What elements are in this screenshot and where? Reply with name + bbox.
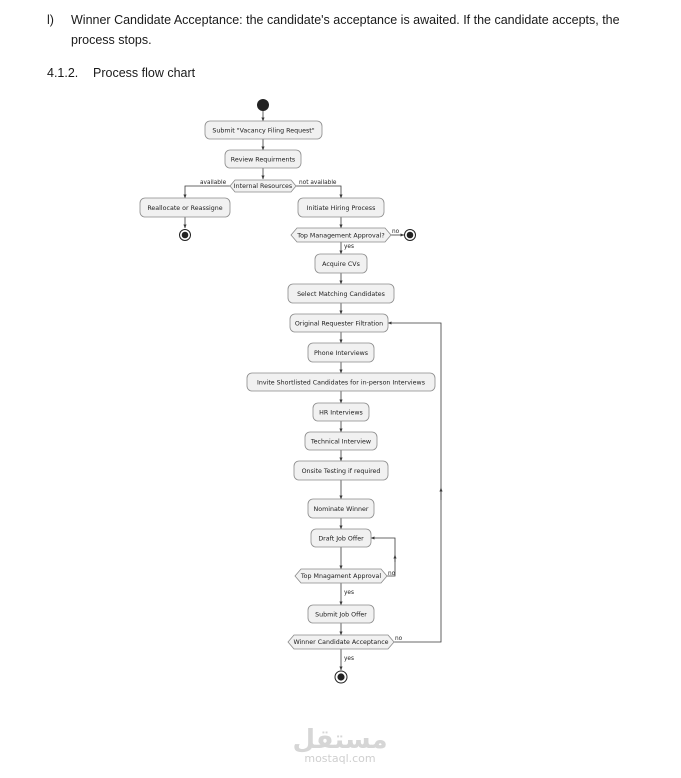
label-yes-acceptance: yes xyxy=(344,656,354,662)
list-marker: l) xyxy=(47,13,54,27)
label-no-acceptance: no xyxy=(395,636,403,642)
svg-text:Submit "Vacancy Filing Request: Submit "Vacancy Filing Request" xyxy=(212,128,314,135)
label-no-mnagament: no xyxy=(388,571,396,577)
decision-top-mnagament-approval: Top Mnagament Approval xyxy=(294,568,388,584)
node-original-requester: Original Requester Filtration xyxy=(289,313,389,333)
node-reallocate: Reallocate or Reassigne xyxy=(139,197,231,218)
node-initiate-hiring: Initiate Hiring Process xyxy=(297,197,385,218)
start-node xyxy=(257,99,269,111)
svg-text:Nominate Winner: Nominate Winner xyxy=(314,506,369,513)
svg-text:Acquire CVs: Acquire CVs xyxy=(322,261,360,268)
node-acquire-cvs: Acquire CVs xyxy=(314,253,368,274)
svg-text:Original Requester Filtration: Original Requester Filtration xyxy=(295,321,383,328)
node-nominate-winner: Nominate Winner xyxy=(307,498,375,519)
svg-text:Draft Job Offer: Draft Job Offer xyxy=(318,536,364,543)
watermark-arabic: مستقل xyxy=(292,725,387,755)
node-review-requirements: Review Requirments xyxy=(224,149,302,169)
flow-edges xyxy=(183,111,443,671)
svg-text:Initiate Hiring Process: Initiate Hiring Process xyxy=(307,205,376,212)
node-phone-interviews: Phone Interviews xyxy=(307,342,375,363)
section-heading: 4.1.2. Process flow chart xyxy=(47,66,195,80)
decision-internal-resources: Internal Resources xyxy=(229,179,297,193)
section-title: Process flow chart xyxy=(93,66,196,80)
svg-text:Invite Shortlisted Candidates: Invite Shortlisted Candidates for in-per… xyxy=(257,380,425,387)
svg-text:Review Requirments: Review Requirments xyxy=(231,157,295,164)
svg-text:Submit Job Offer: Submit Job Offer xyxy=(315,612,367,619)
section-number: 4.1.2. xyxy=(47,66,79,80)
node-technical-interview: Technical Interview xyxy=(304,431,378,451)
svg-text:Reallocate or Reassigne: Reallocate or Reassigne xyxy=(147,205,222,212)
watermark-latin: mostaql.com xyxy=(304,752,375,765)
end-node-final xyxy=(334,670,348,684)
label-available: available xyxy=(200,180,227,186)
end-node-reallocate xyxy=(179,229,191,241)
node-hr-interviews: HR Interviews xyxy=(312,402,370,422)
svg-text:Phone Interviews: Phone Interviews xyxy=(314,350,368,357)
intro-text: Winner Candidate Acceptance: the candida… xyxy=(71,13,620,47)
svg-text:Select Matching Candidates: Select Matching Candidates xyxy=(297,291,385,298)
svg-text:HR Interviews: HR Interviews xyxy=(319,410,363,417)
node-draft-job-offer: Draft Job Offer xyxy=(310,528,372,548)
node-select-candidates: Select Matching Candidates xyxy=(287,283,395,304)
end-node-approval-rejected xyxy=(404,229,416,241)
svg-text:Internal Resources: Internal Resources xyxy=(234,183,292,190)
svg-text:Top Management Approval?: Top Management Approval? xyxy=(296,232,384,239)
decision-top-management-approval: Top Management Approval? xyxy=(290,227,392,243)
decision-winner-acceptance: Winner Candidate Acceptance xyxy=(287,634,395,650)
node-onsite-testing: Onsite Testing if required xyxy=(293,460,389,481)
svg-text:Top Mnagament Approval: Top Mnagament Approval xyxy=(300,573,381,580)
label-no-approval: no xyxy=(392,229,400,235)
svg-text:Onsite Testing if required: Onsite Testing if required xyxy=(302,468,381,475)
svg-text:Winner Candidate Acceptance: Winner Candidate Acceptance xyxy=(293,639,388,646)
node-invite-shortlisted: Invite Shortlisted Candidates for in-per… xyxy=(246,372,436,392)
node-submit-job-offer: Submit Job Offer xyxy=(307,604,375,624)
label-yes-mnagament: yes xyxy=(344,590,354,596)
node-submit-request: Submit "Vacancy Filing Request" xyxy=(204,120,323,140)
svg-text:Technical Interview: Technical Interview xyxy=(310,439,371,446)
label-yes-approval: yes xyxy=(344,244,354,250)
label-not-available: not available xyxy=(299,180,337,186)
mostaql-watermark: مستقل mostaql.com xyxy=(292,725,387,765)
